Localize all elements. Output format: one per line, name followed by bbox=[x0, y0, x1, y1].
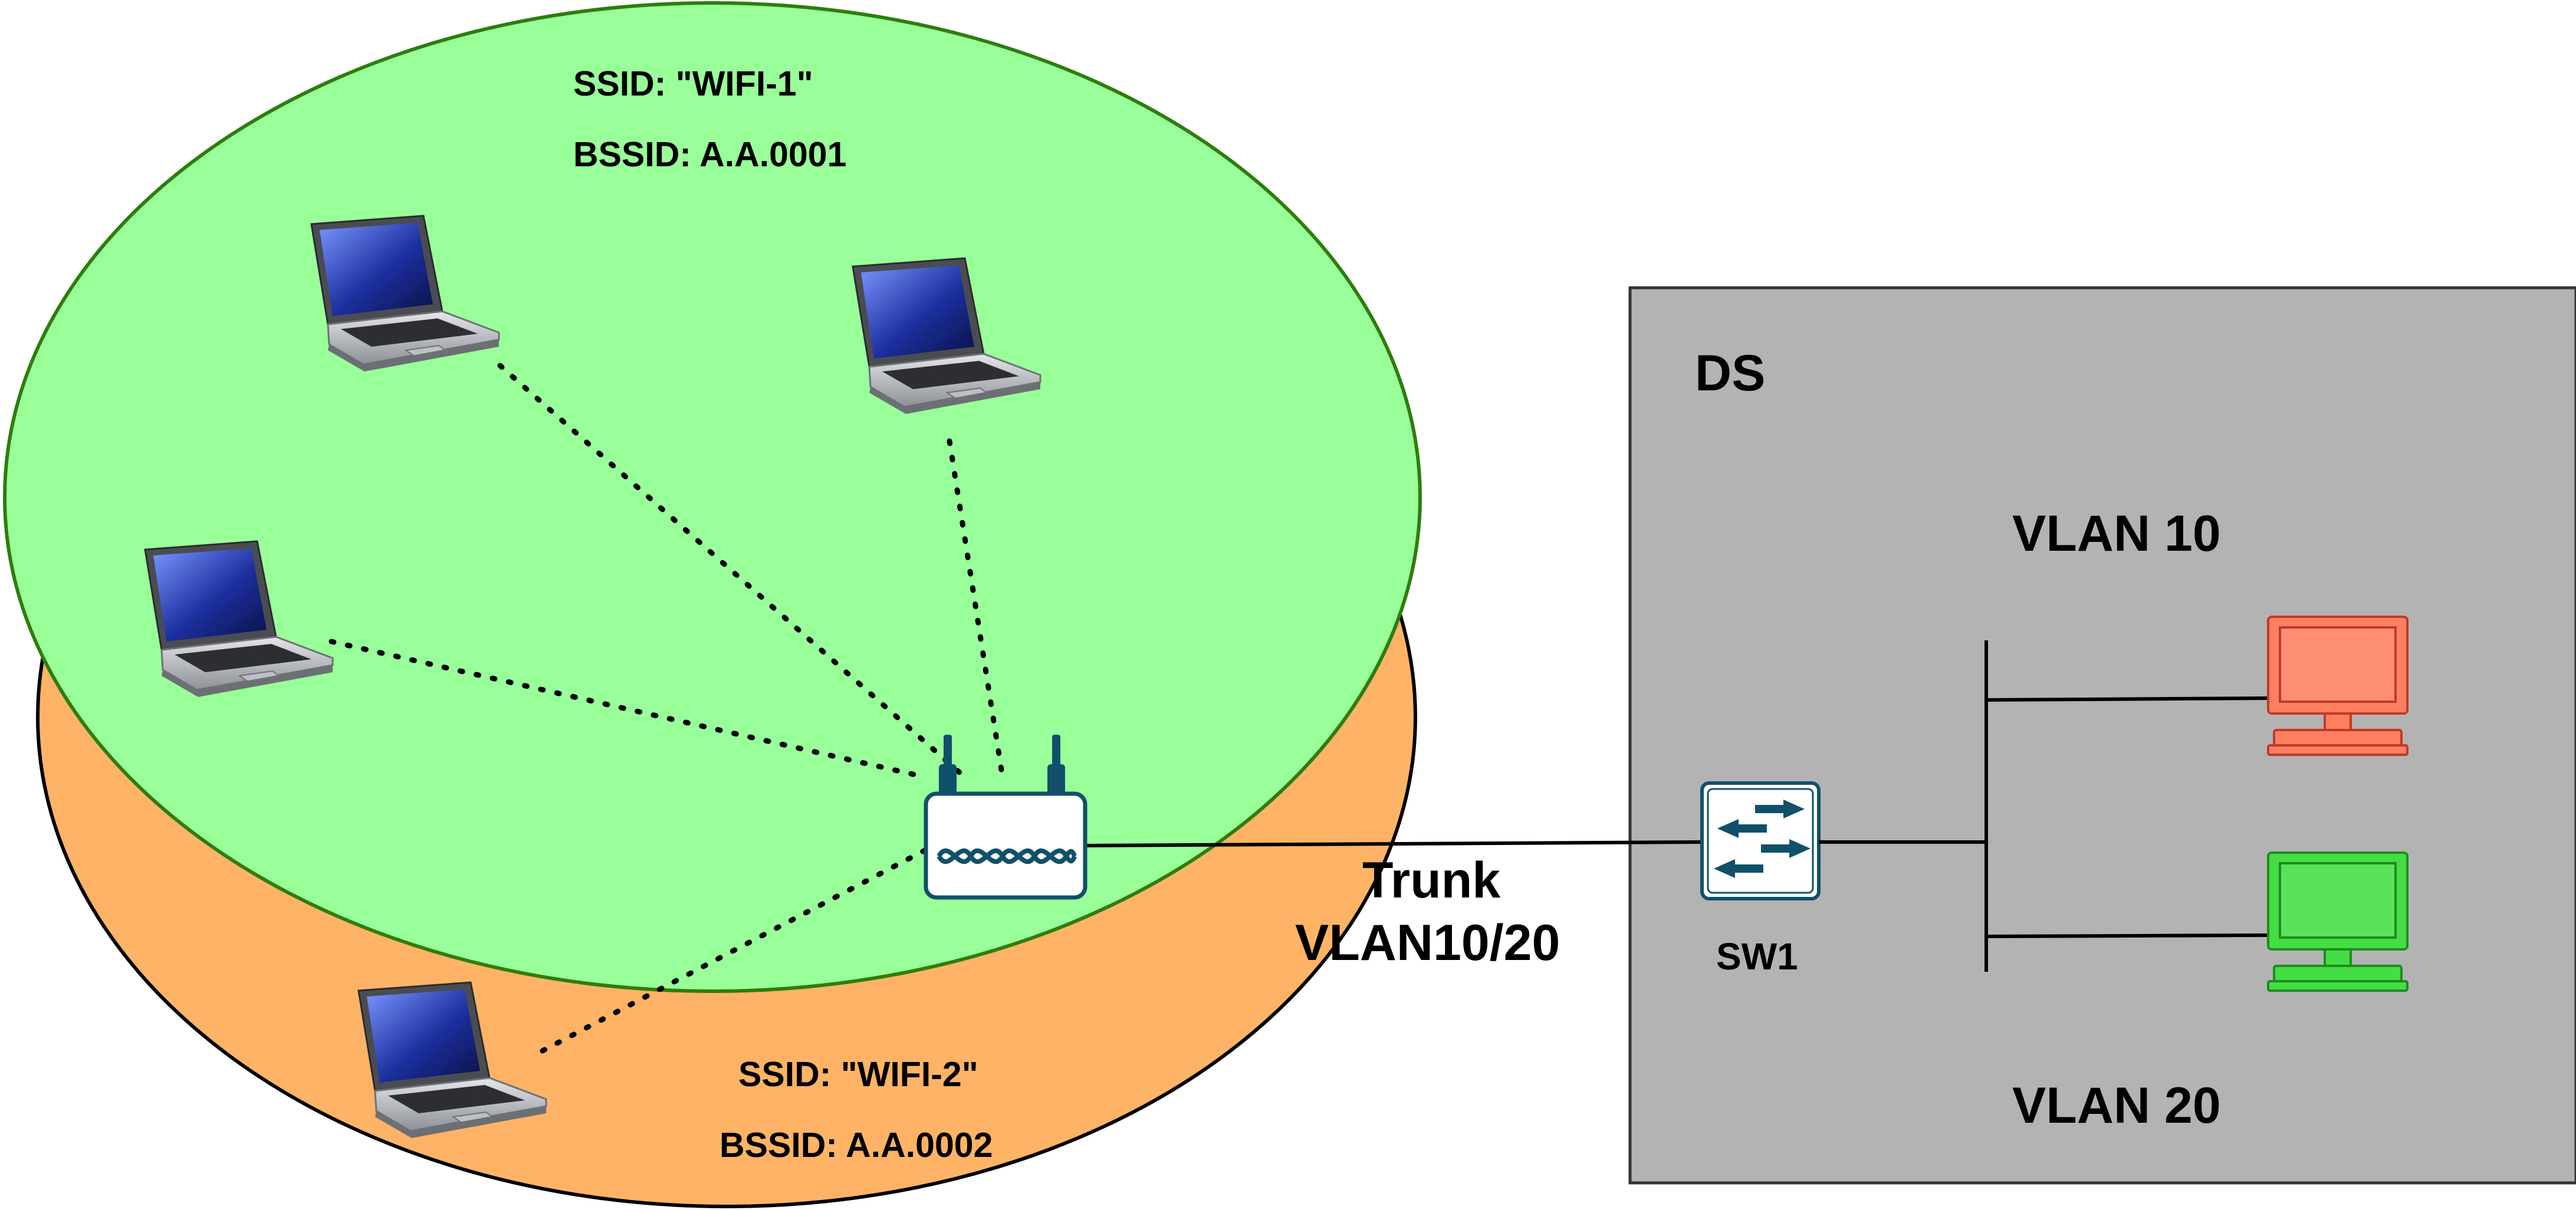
wifi2-ssid-label: SSID: "WIFI-2" bbox=[738, 1055, 978, 1094]
wireless-links bbox=[328, 363, 1006, 1054]
ds-title: DS bbox=[1695, 345, 1765, 402]
vlan10-link bbox=[1986, 696, 2270, 702]
wireless-link bbox=[328, 639, 929, 780]
wifi2-bssid-label: BSSID: A.A.0002 bbox=[719, 1126, 993, 1165]
desktop-pc-icon bbox=[2267, 851, 2409, 992]
trunk-label: Trunk bbox=[1362, 852, 1500, 909]
wireless-link bbox=[540, 846, 930, 1054]
vlan20-link bbox=[1986, 933, 2270, 938]
trunk-vlan-label: VLAN10/20 bbox=[1295, 915, 1560, 971]
switch-label: SW1 bbox=[1716, 935, 1798, 978]
wifi1-ssid-label: SSID: "WIFI-1" bbox=[573, 64, 813, 103]
wireless-link bbox=[497, 363, 968, 780]
vlan10-label: VLAN 10 bbox=[2012, 505, 2221, 562]
vlan20-label: VLAN 20 bbox=[2012, 1077, 2221, 1134]
distribution-system-box bbox=[1628, 286, 2576, 1185]
desktop-pc-icon bbox=[2267, 616, 2409, 756]
wireless-router-icon bbox=[924, 735, 1087, 900]
wifi1-bssid-label: BSSID: A.A.0001 bbox=[573, 135, 846, 174]
wireless-link bbox=[947, 438, 1006, 780]
network-switch-icon bbox=[1700, 781, 1821, 900]
trunk-link bbox=[1086, 840, 1703, 847]
